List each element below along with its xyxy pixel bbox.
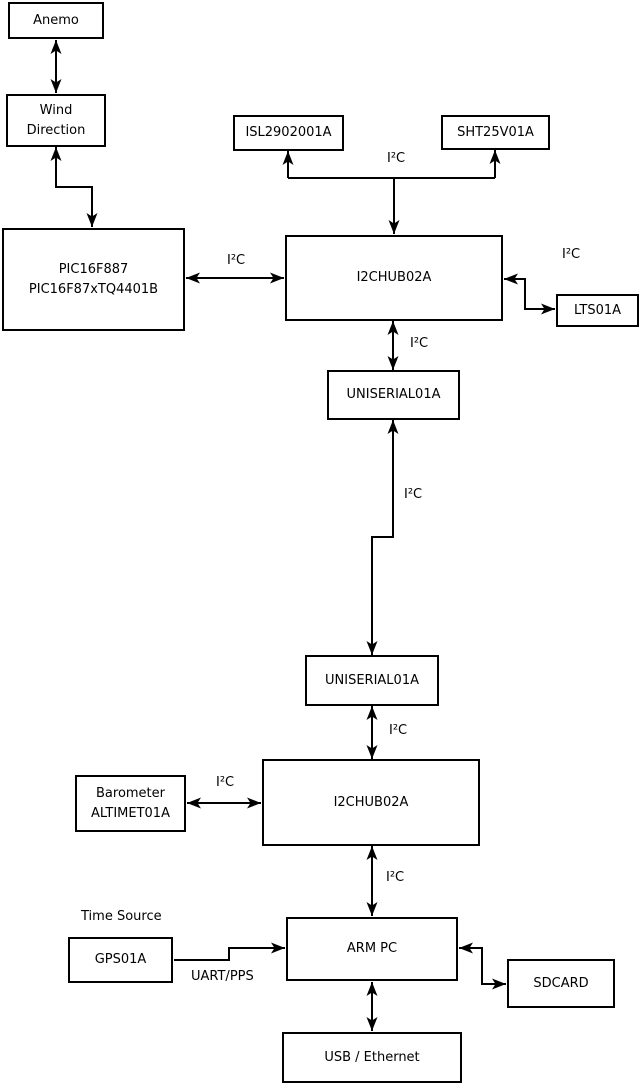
block-i2chub02a-upper: I2CHUB02A — [285, 235, 503, 321]
block-lts01a-label: LTS01A — [573, 302, 622, 318]
label-i2c-hub2-arm: I²C — [386, 870, 405, 885]
block-sdcard-label: SDCARD — [533, 975, 589, 991]
block-arm-pc-label: ARM PC — [346, 941, 398, 956]
block-wind-direction: Wind Direction — [6, 94, 106, 147]
label-i2c-uni2-hub2: I²C — [389, 723, 408, 738]
label-uart-pps: UART/PPS — [191, 969, 254, 984]
block-pic-label-line1: PIC16F887 — [58, 261, 129, 277]
block-i2chub02a-upper-label: I2CHUB02A — [356, 270, 432, 285]
block-gps01a-label: GPS01A — [94, 952, 147, 967]
label-i2c-hub1-lts: I²C — [562, 247, 581, 262]
block-sdcard: SDCARD — [507, 959, 615, 1008]
label-time-source: Time Source — [81, 909, 162, 924]
connector-arm-sdcard — [459, 942, 506, 990]
block-isl2902001a-label: ISL2902001A — [245, 125, 332, 140]
block-i2chub02a-lower: I2CHUB02A — [262, 759, 480, 846]
block-barometer-label-line2: ALTIMET01A — [91, 805, 170, 821]
block-anemo: Anemo — [8, 2, 104, 39]
label-i2c-bus-top: I²C — [387, 151, 406, 166]
block-lts01a: LTS01A — [556, 294, 639, 327]
block-usb-ethernet: USB / Ethernet — [282, 1032, 462, 1083]
label-i2c-pic-hub1: I²C — [227, 253, 246, 268]
block-sht25v01a: SHT25V01A — [441, 115, 550, 150]
label-i2c-hub1-uni1: I²C — [410, 336, 429, 351]
block-pic-microcontroller: PIC16F887 PIC16F87xTQ4401B — [2, 228, 185, 331]
connector-uni1-uni2 — [366, 420, 399, 655]
block-barometer: Barometer ALTIMET01A — [75, 775, 186, 832]
block-sht25v01a-label: SHT25V01A — [457, 124, 534, 140]
block-wind-direction-label-line1: Wind — [39, 102, 73, 118]
connector-gps-arm — [174, 942, 285, 961]
block-anemo-label: Anemo — [33, 12, 79, 28]
block-pic-label-line2: PIC16F87xTQ4401B — [28, 281, 159, 297]
block-usb-ethernet-label: USB / Ethernet — [324, 1049, 420, 1065]
block-uniserial01a-lower: UNISERIAL01A — [305, 655, 439, 706]
block-arm-pc: ARM PC — [286, 917, 458, 981]
label-i2c-uni1-uni2: I²C — [404, 487, 423, 502]
block-uniserial01a-lower-label: UNISERIAL01A — [325, 672, 419, 688]
block-uniserial01a-upper: UNISERIAL01A — [327, 370, 460, 420]
label-i2c-baro-hub2: I²C — [216, 775, 235, 790]
block-barometer-label-line1: Barometer — [96, 785, 165, 801]
connector-wind-pic — [50, 147, 98, 227]
block-wind-direction-label-line2: Direction — [26, 122, 86, 138]
block-isl2902001a: ISL2902001A — [233, 115, 344, 151]
connector-hub1-lts — [504, 273, 555, 315]
block-uniserial01a-upper-label: UNISERIAL01A — [346, 387, 441, 402]
block-i2chub02a-lower-label: I2CHUB02A — [333, 794, 409, 810]
block-gps01a: GPS01A — [68, 937, 173, 983]
